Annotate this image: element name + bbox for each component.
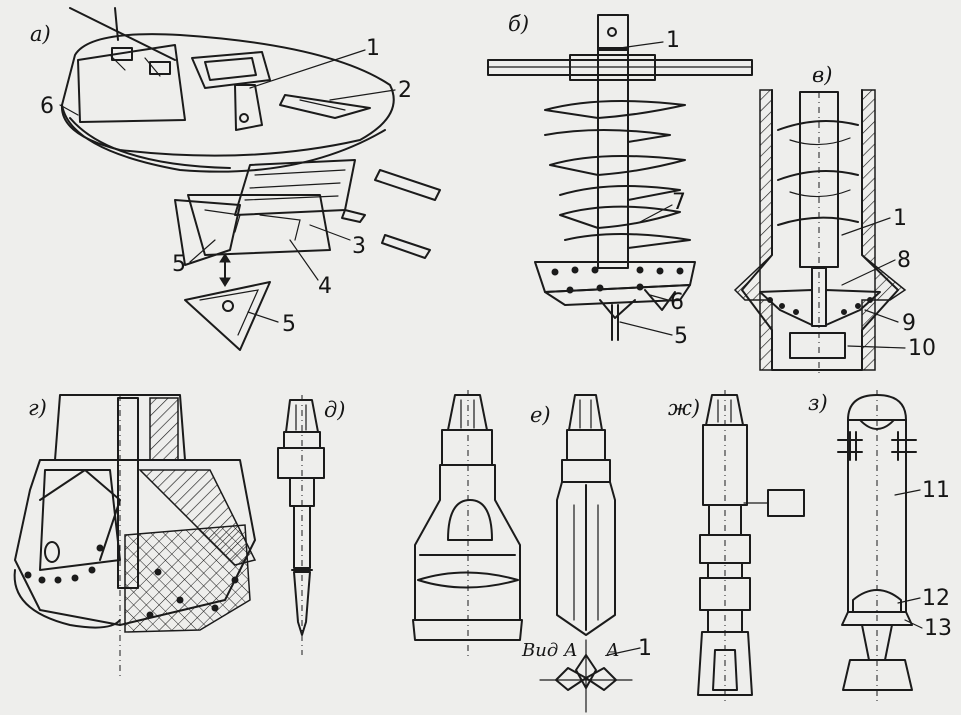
figure-b-auger [487, 14, 753, 341]
figure-e-prism-cutter [539, 394, 641, 713]
figure-d-drill-rod [277, 395, 325, 655]
label-panel-v: в) [812, 63, 833, 87]
label-arrow-a: А [606, 640, 620, 661]
callout-v-10: 10 [908, 336, 936, 361]
figure-a-disc-cutter [59, 7, 441, 351]
callout-a-5b: 5 [282, 312, 296, 337]
label-panel-zh: ж) [668, 396, 701, 420]
callout-z-12: 12 [922, 586, 950, 611]
callout-b-6: 6 [670, 290, 684, 315]
callout-a-3: 3 [352, 234, 366, 259]
callout-a-4: 4 [318, 274, 332, 299]
label-panel-b: б) [508, 12, 530, 36]
label-panel-g: г) [28, 396, 47, 420]
callout-z-11: 11 [922, 478, 950, 503]
callout-a-1: 1 [366, 36, 380, 61]
callout-a-6: 6 [40, 94, 54, 119]
figure-g-roller-bit [13, 394, 257, 680]
label-panel-d: д) [324, 398, 346, 422]
label-panel-e: е) [530, 403, 551, 427]
callout-b-1: 1 [666, 28, 680, 53]
figure-bell-cutter [412, 390, 523, 660]
figure-v-pile [733, 89, 907, 375]
callout-e-1: 1 [638, 636, 652, 661]
callout-a-2: 2 [398, 78, 412, 103]
callout-v-1: 1 [893, 206, 907, 231]
label-panel-z: з) [808, 391, 828, 415]
callout-b-7: 7 [672, 190, 686, 215]
callout-v-9: 9 [902, 311, 916, 336]
label-view-a: Вид А [522, 640, 578, 661]
callout-a-5a: 5 [172, 252, 186, 277]
callout-v-8: 8 [897, 248, 911, 273]
figure-zh-composite-drill [697, 390, 805, 705]
callout-b-5: 5 [674, 324, 688, 349]
label-panel-a: а) [30, 22, 51, 46]
callout-z-13: 13 [924, 616, 952, 641]
figure-z-pipe-cutter [837, 390, 923, 705]
